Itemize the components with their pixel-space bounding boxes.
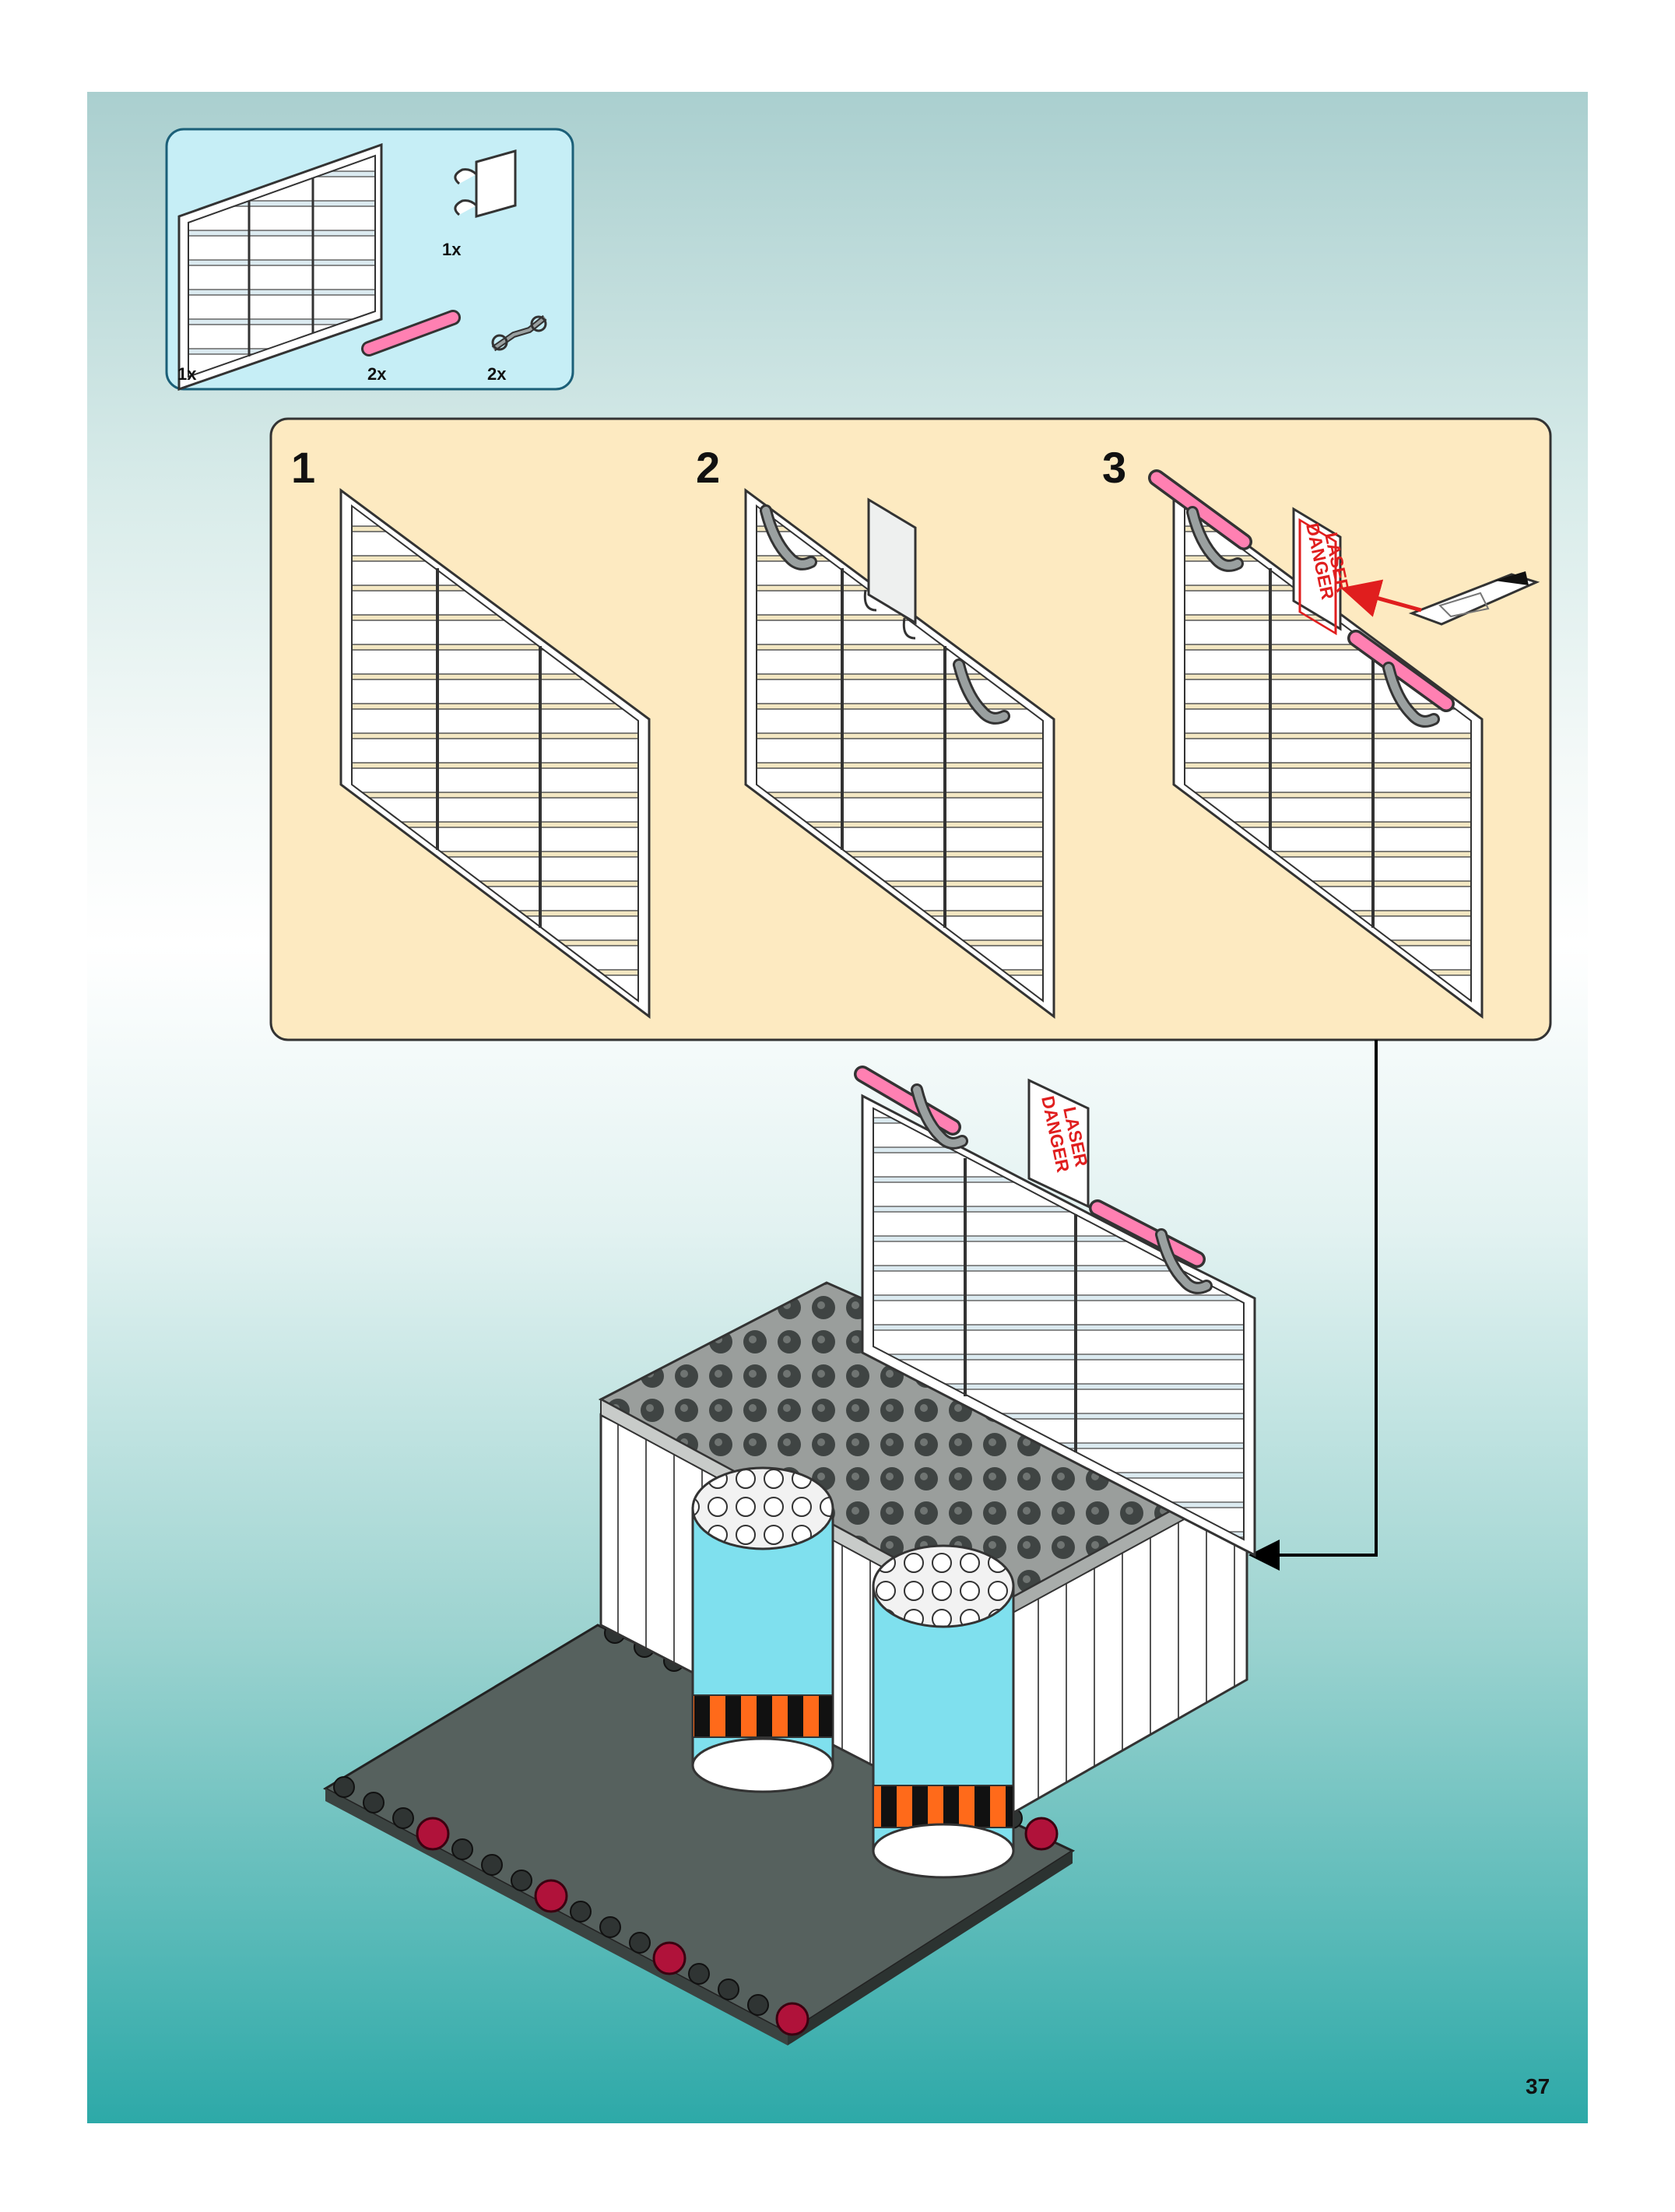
part-fence-panel [177, 142, 383, 391]
part-qty-flag: 1x [442, 240, 462, 259]
step-2-clip-left [760, 504, 817, 571]
part-flag-tile [454, 149, 517, 218]
sticker-icon [1408, 571, 1540, 626]
reactor-cylinder-right [872, 1544, 1015, 1879]
step-number-3: 3 [1102, 443, 1126, 492]
arrow-icon [1248, 1040, 1378, 1571]
main-model: DANGER LASER [322, 1066, 1256, 2045]
part-clip [491, 314, 547, 352]
model-fence: DANGER LASER [854, 1066, 1256, 1557]
part-pink-bar [361, 310, 461, 356]
reactor-cylinder-left [691, 1466, 834, 1793]
instruction-page: 1x 1x 2x 2x 1 [87, 92, 1588, 2123]
part-qty-fence: 1x [177, 364, 197, 384]
step-2-fence [744, 488, 1055, 1020]
model-danger-sign: DANGER LASER [1027, 1078, 1092, 1209]
step-number-1: 1 [291, 443, 315, 492]
parts-callout: 1x 1x 2x 2x [165, 128, 574, 391]
part-qty-clip: 2x [487, 364, 507, 384]
baseplate [322, 1622, 1076, 2045]
step-2-clip-right [953, 658, 1010, 725]
step-3-fence: DANGER LASER [1148, 469, 1484, 1020]
red-round-plates [416, 1817, 1059, 2036]
step-number-2: 2 [696, 443, 720, 492]
step-1-fence [339, 488, 651, 1020]
page-number: 37 [1526, 2074, 1550, 2098]
instruction-canvas: 1x 1x 2x 2x 1 [165, 128, 1552, 2098]
part-qty-bar: 2x [367, 364, 387, 384]
subassembly-panel: 1 2 3 [269, 417, 1552, 1041]
sticker-arrow-icon [1340, 579, 1422, 617]
